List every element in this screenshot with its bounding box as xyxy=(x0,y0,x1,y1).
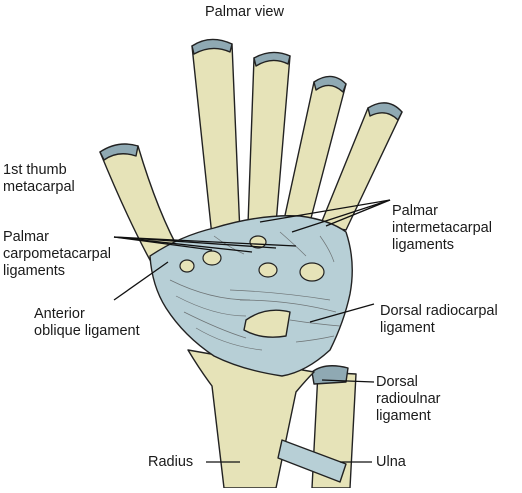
leader-intermetacarpal-2 xyxy=(291,199,391,233)
label-thumb-metacarpal: 1st thumb metacarpal xyxy=(3,162,75,195)
leader-dorsal-radiocarpal xyxy=(309,303,375,323)
label-dorsal-radiocarpal: Dorsal radiocarpal ligament xyxy=(380,303,498,336)
index-finger xyxy=(191,43,241,237)
label-palmar-intermetacarpal: Palmar intermetacarpal ligaments xyxy=(392,203,492,253)
leader-palmar-cmc-2 xyxy=(113,236,253,253)
label-anterior-oblique: Anterior oblique ligament xyxy=(34,306,140,339)
radiocarpal-ligament-window xyxy=(243,309,291,338)
label-ulna: Ulna xyxy=(376,454,406,470)
leader-palmar-cmc-4 xyxy=(113,236,297,247)
label-palmar-carpometacarpal: Palmar carpometacarpal ligaments xyxy=(3,229,111,279)
middle-finger xyxy=(247,55,291,225)
label-dorsal-radioulnar: Dorsal radioulnar ligament xyxy=(376,374,441,424)
diagram-title: Palmar view xyxy=(205,4,284,20)
palm-ligaments xyxy=(149,215,353,377)
label-radius: Radius xyxy=(148,454,194,470)
leader-intermetacarpal-3 xyxy=(325,199,391,227)
leader-anterior-oblique xyxy=(113,261,169,301)
leader-dorsal-radioulnar xyxy=(321,379,375,383)
dorsal-radioulnar-ligament xyxy=(277,439,347,483)
leader-intermetacarpal-1 xyxy=(259,199,391,223)
